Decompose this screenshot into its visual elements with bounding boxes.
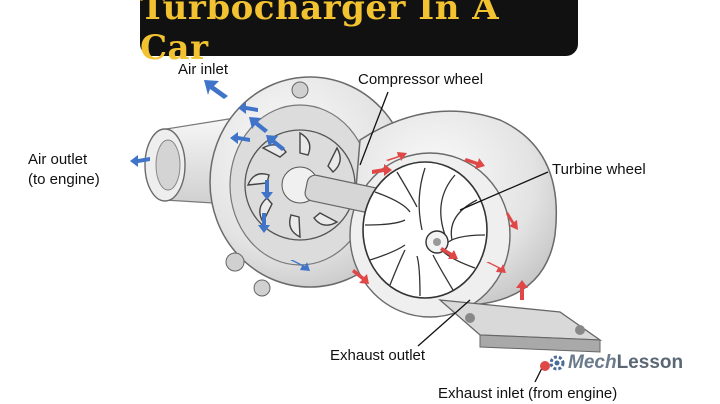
exhaust-arrow <box>386 152 407 161</box>
exhaust-inlet-marker <box>540 361 550 371</box>
label-air-outlet-line1: Air outlet <box>28 151 88 168</box>
exhaust-flange <box>438 299 603 353</box>
air-arrow <box>130 155 150 167</box>
air-arrow <box>204 80 228 99</box>
exhaust-arrow <box>506 212 518 230</box>
exhaust-arrow <box>440 247 458 259</box>
exhaust-arrow <box>486 262 506 273</box>
leader-turbine-wheel <box>459 171 549 211</box>
title-banner: Turbocharger In A Car <box>140 0 578 68</box>
exhaust-arrow <box>352 269 369 284</box>
page-title: Turbocharger In A Car <box>140 0 500 68</box>
leader-compressor-wheel <box>359 91 389 166</box>
exhaust-arrow <box>516 280 528 300</box>
gear-icon <box>549 355 565 371</box>
label-air-outlet: Air outlet (to engine) <box>28 150 100 190</box>
label-exhaust-inlet: Exhaust inlet (from engine) <box>438 385 618 402</box>
air-arrow <box>249 117 268 133</box>
air-arrow <box>238 102 258 114</box>
label-compressor-wheel: Compressor wheel <box>358 71 484 88</box>
exhaust-arrow <box>464 158 485 169</box>
leader-exhaust-outlet <box>417 299 471 347</box>
watermark-part1: Mech <box>568 352 617 373</box>
air-arrow <box>266 135 285 151</box>
label-exhaust-outlet: Exhaust outlet <box>330 347 426 364</box>
air-arrow <box>258 213 270 233</box>
air-arrow <box>261 180 273 200</box>
label-turbine-wheel: Turbine wheel <box>552 161 646 178</box>
watermark-part2: Lesson <box>616 352 684 373</box>
exhaust-arrow <box>372 164 392 176</box>
label-air-outlet-line2: (to engine) <box>28 171 100 188</box>
air-arrow <box>230 132 250 144</box>
exhaust-flow-arrows <box>352 152 528 300</box>
air-arrow <box>290 260 310 271</box>
label-air-inlet: Air inlet <box>178 61 229 78</box>
air-flow-arrows <box>130 80 310 271</box>
turbine-wheel <box>362 161 488 299</box>
